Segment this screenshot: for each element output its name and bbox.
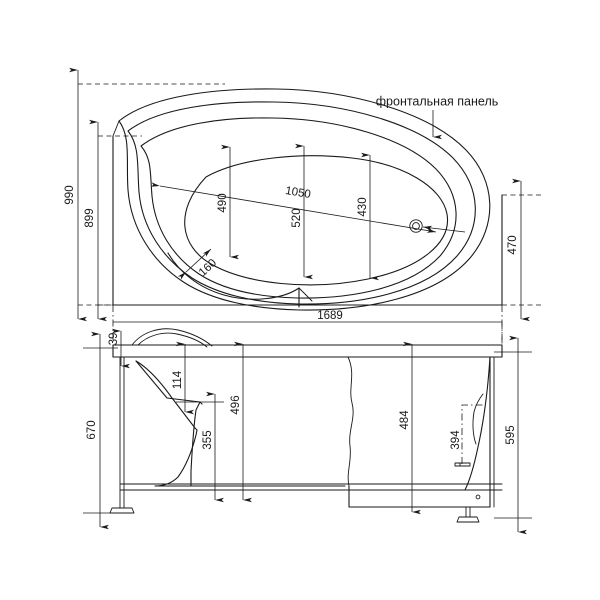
dimension-label-355: 355	[202, 430, 214, 449]
dimension-label-430: 430	[357, 197, 369, 216]
dimension-355: 355	[200, 391, 224, 503]
dimension-990: 990	[64, 67, 225, 322]
tub-outer-contour	[118, 88, 491, 311]
dimension-490: 490	[217, 144, 239, 260]
dimension-114: 114	[172, 341, 200, 415]
dimension-39: 39	[108, 328, 130, 369]
front-panel-label: фронтальная панель	[376, 94, 499, 108]
dimension-484: 484	[399, 341, 421, 515]
top-view-group: 990 899 1689 470	[64, 67, 542, 340]
side-right-wall	[464, 356, 495, 508]
dimension-label-595: 595	[505, 425, 517, 444]
front-panel-annotation: фронтальная панель	[376, 94, 499, 140]
dimension-160: 160	[177, 248, 219, 280]
dimension-label-1050: 1050	[284, 185, 311, 201]
side-view-group: 670 39 114 355 496	[83, 322, 532, 535]
dimension-label-520: 520	[291, 208, 303, 227]
dimension-label-484: 484	[399, 410, 411, 430]
side-bottom-rail	[119, 483, 503, 491]
dimension-470: 470	[502, 178, 542, 322]
dimension-394: 394	[450, 404, 483, 464]
headrest-profile	[131, 328, 213, 348]
side-rim-slab	[112, 344, 503, 358]
drain-outlet-detail	[454, 462, 471, 467]
dimension-595: 595	[494, 335, 532, 535]
tub-inner-basin	[184, 155, 449, 286]
dimension-label-160: 160	[197, 257, 219, 279]
dimension-1689: 1689	[112, 305, 503, 340]
drain-icon	[409, 219, 423, 233]
side-basin-profile-left	[135, 360, 203, 487]
dimension-label-899: 899	[84, 208, 96, 227]
dimension-label-990: 990	[64, 185, 76, 204]
tub-basin-edge-contour	[140, 117, 457, 299]
tub-rim-contour	[127, 101, 476, 305]
dimension-430: 430	[357, 152, 379, 281]
dimension-label-470: 470	[507, 235, 519, 254]
dimension-label-39: 39	[108, 333, 120, 346]
footprint-outline	[112, 120, 503, 306]
dimension-496: 496	[230, 341, 252, 503]
dimension-label-114: 114	[172, 370, 184, 389]
side-apron-step	[348, 485, 491, 508]
dimension-label-1689: 1689	[317, 310, 343, 322]
side-left-frame	[109, 356, 135, 514]
dimension-label-496: 496	[230, 395, 242, 414]
dimension-670: 670	[83, 331, 118, 530]
side-right-foot	[456, 506, 480, 523]
drain-leader-arrow	[422, 225, 466, 233]
dimension-899: 899	[84, 119, 142, 322]
dimension-label-394: 394	[450, 430, 462, 450]
dimension-520: 520	[291, 143, 313, 280]
break-line	[347, 356, 354, 487]
dimension-label-670: 670	[86, 420, 98, 439]
tub-seat-step	[167, 252, 313, 308]
dimension-label-490: 490	[217, 193, 229, 212]
